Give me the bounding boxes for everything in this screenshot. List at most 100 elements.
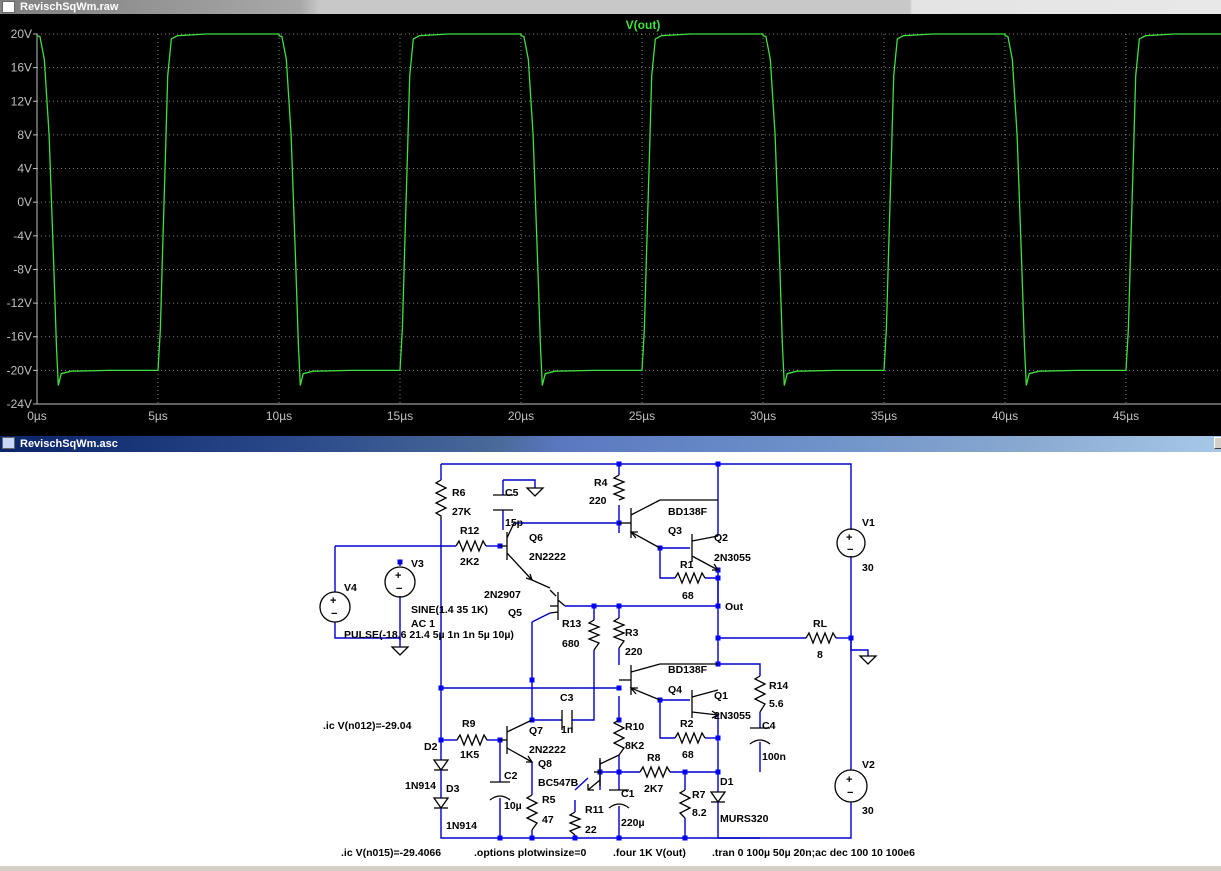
R5-name[interactable]: R5 [542, 794, 556, 806]
transistor-Q1 [691, 689, 720, 719]
C1-value[interactable]: 220µ [621, 817, 645, 829]
RL-value[interactable]: 8 [817, 649, 823, 661]
directive-ic-n015[interactable]: .ic V(n015)=-29.4066 [341, 847, 441, 859]
V1-value[interactable]: 30 [862, 562, 874, 574]
x-tick-label: 15µs [387, 409, 413, 423]
D2-name[interactable]: D2 [424, 741, 438, 753]
C3-value[interactable]: 1n [561, 724, 573, 736]
Q4-value[interactable]: BD138F [668, 664, 708, 676]
junction-dot [616, 461, 622, 467]
trace-name-label[interactable]: V(out) [626, 18, 661, 32]
R6-name[interactable]: R6 [452, 487, 466, 499]
Q5-name[interactable]: Q5 [508, 607, 522, 619]
R7-name[interactable]: R7 [692, 789, 706, 801]
D3-value[interactable]: 1N914 [446, 820, 477, 832]
R3-name[interactable]: R3 [625, 627, 639, 639]
R11-name[interactable]: R11 [585, 804, 604, 816]
R14-name[interactable]: R14 [769, 680, 788, 692]
ground-symbol-v4 [390, 646, 410, 656]
R9-value[interactable]: 1K5 [460, 749, 479, 761]
schematic-window-icon [2, 437, 15, 449]
C5-value[interactable]: 15p [505, 517, 523, 529]
R12-value[interactable]: 2K2 [460, 556, 479, 568]
directive-options[interactable]: .options plotwinsize=0 [474, 847, 586, 859]
directive-ic-n012[interactable]: .ic V(n012)=-29.04 [323, 720, 412, 732]
R7-value[interactable]: 8.2 [692, 807, 707, 819]
C4-name[interactable]: C4 [762, 720, 776, 732]
R2-name[interactable]: R2 [680, 718, 694, 730]
junction-dot [682, 835, 688, 841]
junction-dot [848, 635, 854, 641]
y-tick-label: 12V [11, 94, 32, 108]
window-button[interactable] [1214, 437, 1221, 449]
R12-name[interactable]: R12 [460, 525, 479, 537]
schematic-drawing[interactable]: .w { stroke:#0000cc; stroke-width:1.4; f… [0, 452, 1221, 866]
C1-name[interactable]: C1 [621, 788, 635, 800]
junction-dot [591, 603, 597, 609]
R10-name[interactable]: R10 [625, 721, 644, 733]
V4-name[interactable]: V4 [344, 582, 357, 594]
Q3-name[interactable]: Q3 [668, 525, 682, 537]
R1-value[interactable]: 68 [682, 590, 694, 602]
C5-name[interactable]: C5 [505, 487, 519, 499]
R11-value[interactable]: 22 [585, 824, 597, 836]
V2-value[interactable]: 30 [862, 805, 874, 817]
V2-name[interactable]: V2 [862, 759, 875, 771]
Q2-value[interactable]: 2N3055 [714, 552, 751, 564]
Q4-name[interactable]: Q4 [668, 684, 682, 696]
Q1-name[interactable]: Q1 [714, 690, 728, 702]
R9-name[interactable]: R9 [462, 718, 476, 730]
C2-name[interactable]: C2 [504, 770, 518, 782]
schematic-canvas[interactable]: .w { stroke:#0000cc; stroke-width:1.4; f… [0, 452, 1221, 866]
Q3-value[interactable]: BD138F [668, 506, 708, 518]
R6-value[interactable]: 27K [452, 506, 472, 518]
V4-value[interactable]: PULSE(-18.6 21.4 5µ 1n 1n 5µ 10µ) [344, 629, 514, 641]
R4-value[interactable]: 220 [589, 495, 607, 507]
y-tick-label: 4V [17, 162, 32, 176]
R4-name[interactable]: R4 [594, 477, 608, 489]
C3-name[interactable]: C3 [560, 692, 574, 704]
R5-value[interactable]: 47 [542, 814, 554, 826]
waveform-window-titlebar[interactable]: RevischSqWm.raw [0, 0, 1221, 14]
Q8-value[interactable]: BC547B [538, 777, 579, 789]
R13-value[interactable]: 680 [562, 638, 580, 650]
D2-value[interactable]: 1N914 [405, 780, 436, 792]
R8-value[interactable]: 2K7 [644, 783, 663, 795]
R1-name[interactable]: R1 [680, 559, 694, 571]
C2-value[interactable]: 10µ [504, 800, 522, 812]
R14-value[interactable]: 5.6 [769, 698, 784, 710]
V3-extra[interactable]: AC 1 [411, 618, 435, 630]
Q8-name[interactable]: Q8 [538, 758, 552, 770]
Q5-value[interactable]: 2N2907 [484, 589, 521, 601]
R3-value[interactable]: 220 [625, 646, 643, 658]
D3-name[interactable]: D3 [446, 783, 460, 795]
directive-four[interactable]: .four 1K V(out) [613, 847, 686, 859]
Q7-name[interactable]: Q7 [529, 725, 543, 737]
schematic-window-titlebar[interactable]: RevischSqWm.asc [0, 436, 1221, 452]
schematic-wires [334, 463, 869, 839]
R10-value[interactable]: 8K2 [625, 740, 644, 752]
Q2-name[interactable]: Q2 [714, 532, 728, 544]
V3-name[interactable]: V3 [411, 558, 424, 570]
out-net-label[interactable]: Out [725, 601, 744, 613]
R2-value[interactable]: 68 [682, 749, 694, 761]
Q7-value[interactable]: 2N2222 [529, 744, 566, 756]
Q1-value[interactable]: 2N3055 [714, 710, 751, 722]
C4-value[interactable]: 100n [762, 751, 786, 763]
junction-dot [616, 835, 622, 841]
Q6-name[interactable]: Q6 [529, 532, 543, 544]
Q6-value[interactable]: 2N2222 [529, 551, 566, 563]
D1-value[interactable]: MURS320 [720, 813, 769, 825]
component-labels[interactable]: R6 27K C5 15p R4 220 BD138F Q3 Q2 2N3055… [344, 477, 875, 836]
D1-name[interactable]: D1 [720, 776, 734, 788]
R13-name[interactable]: R13 [562, 618, 581, 630]
directive-tran[interactable]: .tran 0 100µ 50µ 20n;ac dec 100 10 100e6 [712, 847, 915, 859]
V3-value[interactable]: SINE(1.4 35 1K) [411, 604, 488, 616]
R8-name[interactable]: R8 [647, 752, 661, 764]
V1-name[interactable]: V1 [862, 517, 875, 529]
RL-name[interactable]: RL [813, 618, 828, 630]
spice-directives[interactable]: .ic V(n012)=-29.04 .ic V(n015)=-29.4066 … [323, 720, 915, 859]
